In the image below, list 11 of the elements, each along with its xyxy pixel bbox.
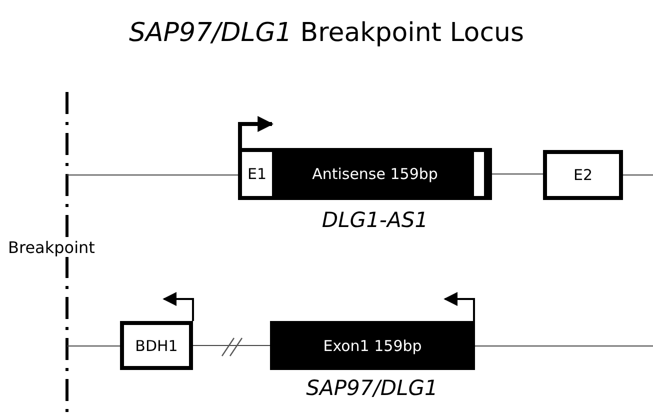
gene-name: DLG1-AS1	[322, 208, 428, 232]
gene-name: SAP97/DLG1	[306, 376, 438, 400]
exon-box: E2	[543, 150, 623, 200]
exon-box: Exon1 159bp	[270, 321, 475, 370]
gene-box: BDH1	[120, 321, 193, 370]
breakpoint-label: Breakpoint	[8, 238, 95, 257]
exon-label: Antisense 159bp	[312, 165, 438, 183]
exon-box: E1	[242, 152, 272, 196]
title: SAP97/DLG1 Breakpoint Locus	[128, 18, 526, 48]
exon-box	[238, 148, 492, 200]
intron-line	[192, 345, 270, 346]
